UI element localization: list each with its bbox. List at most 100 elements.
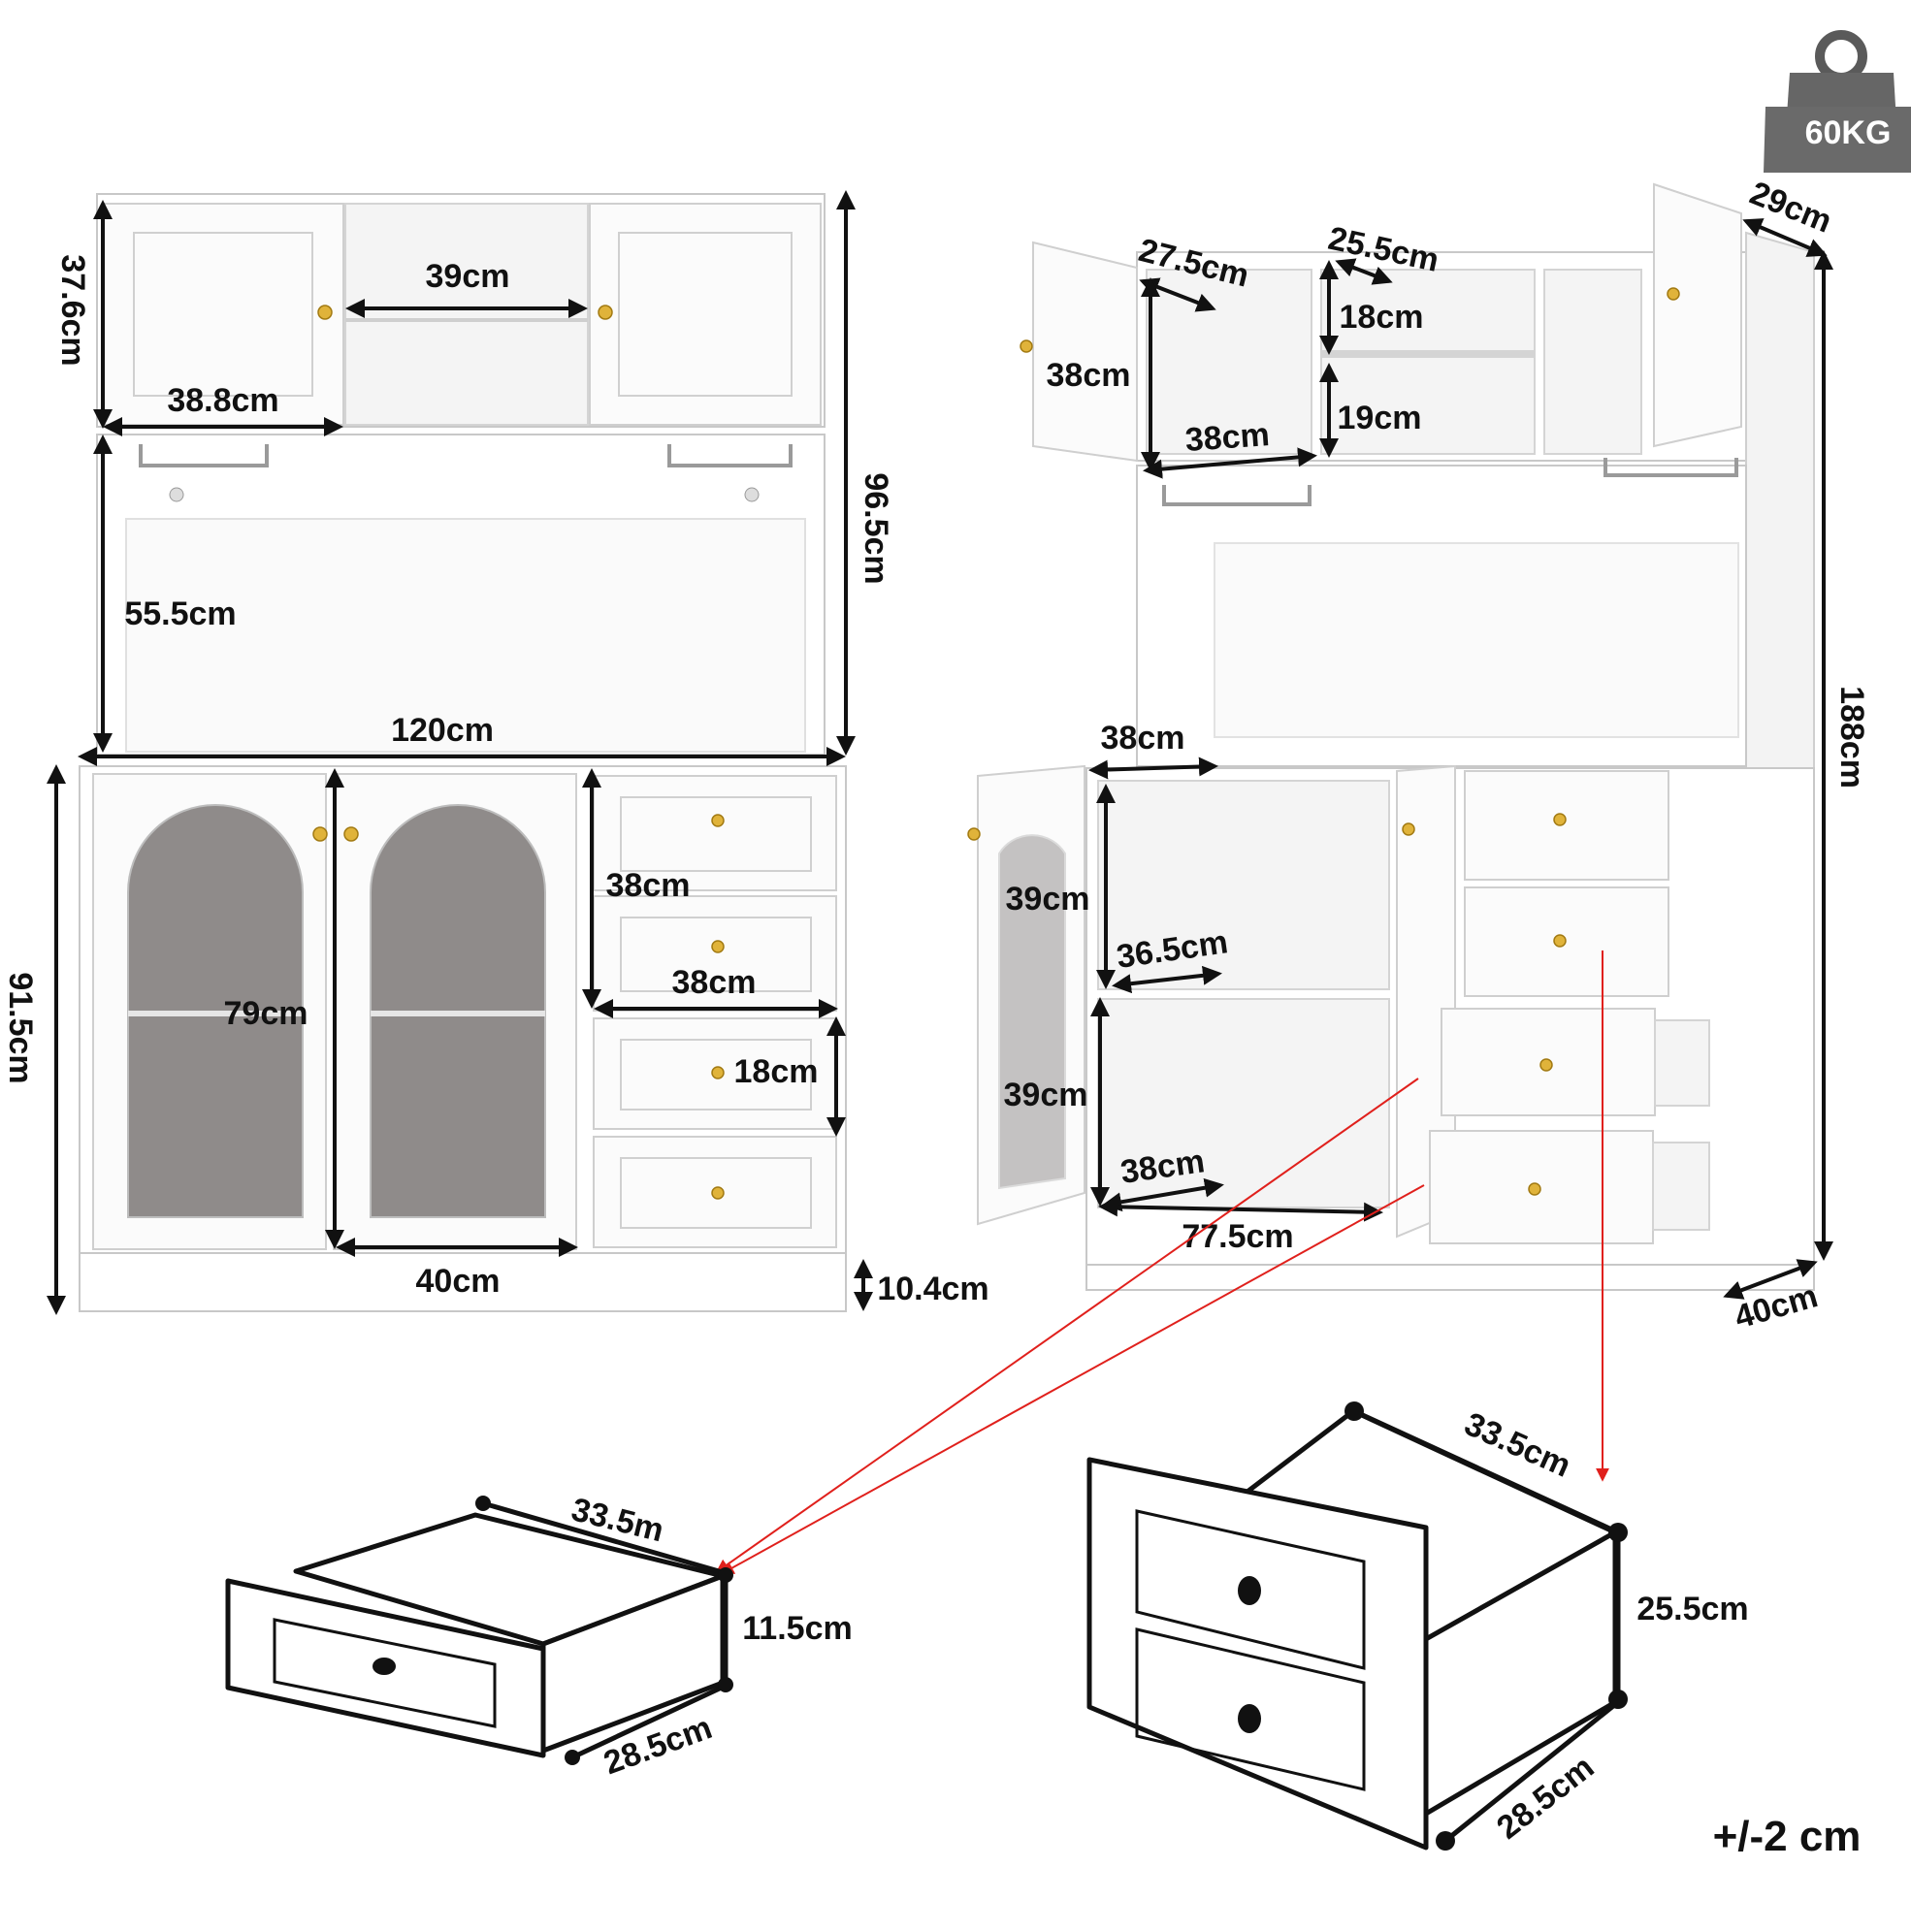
- dim-upper-cabinet-width: 38cm: [1184, 416, 1271, 459]
- dim-small-drawer-height: 11.5cm: [742, 1610, 852, 1647]
- plinth: [79, 1252, 847, 1312]
- knob: [1020, 339, 1033, 353]
- tolerance-note: +/-2 cm: [1713, 1813, 1862, 1860]
- dimension-dot: [565, 1750, 580, 1765]
- annotation-arrow: [715, 1078, 1419, 1573]
- knob: [317, 305, 333, 320]
- drawer-inset: [620, 917, 812, 992]
- dimension-arrow: [1335, 258, 1393, 285]
- dimension-line: [570, 1683, 728, 1760]
- dim-open-area-height: 55.5cm: [124, 596, 236, 632]
- knob: [1528, 1182, 1541, 1196]
- knob: [711, 1066, 725, 1079]
- wine-glass-rack: [1603, 458, 1738, 477]
- dimension-arrow: [1742, 218, 1828, 257]
- dimension-arrow: [1098, 1197, 1383, 1222]
- dimension-dot: [475, 1496, 491, 1511]
- knob: [1553, 813, 1567, 826]
- drawer-knob-icon: [372, 1658, 396, 1675]
- drawer: [1464, 886, 1669, 997]
- dim-large-drawer-height: 25.5cm: [1636, 1591, 1748, 1627]
- upper-right-compartment: [1543, 269, 1642, 455]
- dim-glass-door-width: 40cm: [416, 1263, 501, 1300]
- upper-left-door-open: [1032, 241, 1138, 463]
- knob: [711, 814, 725, 827]
- drawer: [1464, 770, 1669, 881]
- drawer-inset: [620, 796, 812, 872]
- hook-icon: [744, 487, 760, 502]
- front-view: 37.6cm 39cm 38.8cm 96.5cm 55.5cm 120cm 9…: [2, 190, 989, 1315]
- drawer-front: [1086, 1457, 1429, 1851]
- knob: [598, 305, 613, 320]
- dim-glass-door-height: 79cm: [224, 995, 308, 1032]
- hutch-back-panel: [1214, 542, 1739, 738]
- dim-upper-shelf-bottom: 19cm: [1338, 400, 1422, 436]
- knob: [711, 940, 725, 953]
- dimension-arrow: [1112, 965, 1222, 994]
- dimension-arrow: [1088, 757, 1218, 780]
- dimension-dot: [1344, 1401, 1364, 1421]
- dim-upper-door-height: 38cm: [1047, 357, 1131, 394]
- dimension-line: [1443, 1700, 1620, 1843]
- dim-hutch-height: 96.5cm: [858, 472, 894, 584]
- weight-label: 60KG: [1805, 114, 1892, 151]
- upper-middle-compartment: [1320, 269, 1536, 455]
- dim-upper-height: 37.6cm: [54, 254, 91, 366]
- upper-right-door-inset: [618, 232, 793, 397]
- annotation-arrow: [720, 1184, 1425, 1575]
- weight-icon: [1764, 30, 1911, 173]
- drawer-open: [1429, 1130, 1654, 1244]
- dimension-dot: [1608, 1523, 1628, 1542]
- dim-upper-door-width: 38.8cm: [167, 382, 278, 419]
- wine-glass-rack: [667, 444, 793, 467]
- upper-left-door: [102, 203, 344, 426]
- wine-glass-rack: [139, 444, 269, 467]
- base-glass-arch: [998, 834, 1066, 1190]
- knob: [1539, 1058, 1553, 1072]
- drawer-box: [1654, 1019, 1710, 1107]
- knob: [711, 1186, 725, 1200]
- hook-icon: [169, 487, 184, 502]
- dim-small-drawer-height: 18cm: [734, 1053, 819, 1090]
- large-drawer-diagram: 33.5cm 25.5cm 28.5cm: [1086, 1401, 1749, 1851]
- dim-plinth-height: 10.4cm: [877, 1271, 988, 1307]
- drawer-box: [1652, 1142, 1710, 1231]
- dimension-dot: [1608, 1690, 1628, 1709]
- hutch-back-panel: [125, 518, 806, 753]
- dim-upper-shelf-top: 18cm: [1340, 299, 1424, 336]
- drawer-front-upper-inset: [1135, 1509, 1366, 1670]
- dim-base-upper-height: 39cm: [1006, 881, 1090, 918]
- drawer-front-lower-inset: [1135, 1627, 1366, 1791]
- dim-drawer-pair-height: 38cm: [606, 867, 691, 904]
- knob: [1402, 822, 1415, 836]
- drawer-knob-icon: [1238, 1704, 1261, 1733]
- dim-base-height: 91.5cm: [2, 972, 39, 1083]
- dimension-dot: [718, 1677, 733, 1692]
- knob: [312, 826, 328, 842]
- dimension-arrow: [1143, 447, 1317, 479]
- dim-upper-depth: 29cm: [1745, 175, 1837, 241]
- knob: [1553, 934, 1567, 948]
- plinth: [1085, 1264, 1815, 1291]
- dimension-dot: [1436, 1831, 1455, 1851]
- weight-badge: 60KG: [1764, 30, 1911, 173]
- upper-left-door-inset: [133, 232, 313, 397]
- drawer-inset: [620, 1157, 812, 1229]
- dimension-dot: [718, 1567, 733, 1583]
- dim-drawer-width: 38cm: [672, 964, 757, 1001]
- dim-base-lower-height: 39cm: [1004, 1077, 1088, 1113]
- dim-open-shelf-width: 39cm: [426, 258, 510, 295]
- small-drawer-diagram: 33.5m 11.5cm 28.5cm: [225, 1491, 853, 1782]
- dim-base-cabinet-width: 77.5cm: [1182, 1218, 1293, 1255]
- drawer-inset: [620, 1039, 812, 1111]
- dimension-line: [1352, 1408, 1620, 1535]
- upper-right-door-open: [1653, 182, 1742, 448]
- dimension-line: [482, 1500, 727, 1576]
- side-view: 29cm 27.5cm 25.5cm 38cm 18cm 19cm 38cm 1…: [967, 175, 1870, 1336]
- drawer-front-inset: [273, 1618, 497, 1728]
- dim-base-compartment-depth: 38cm: [1101, 720, 1185, 757]
- dim-total-height: 188cm: [1833, 686, 1870, 789]
- knob: [967, 827, 981, 841]
- knob: [1667, 287, 1680, 301]
